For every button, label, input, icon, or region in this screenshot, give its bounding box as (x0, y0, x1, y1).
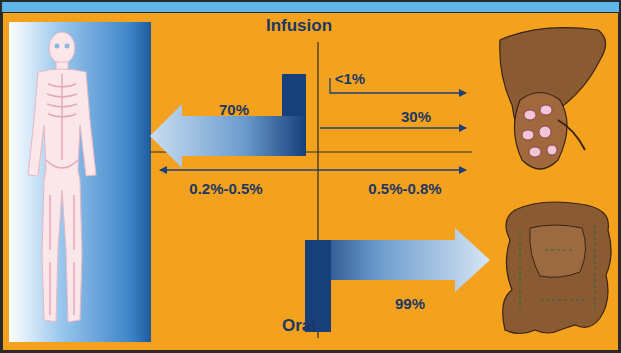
percentage: <1% (335, 71, 365, 86)
percentage: 0.5%-0.8% (368, 181, 441, 196)
body-panel (9, 22, 151, 342)
oral-arrow (305, 228, 490, 292)
percentage: 99% (395, 296, 425, 311)
percentage: 30% (401, 109, 431, 124)
flow-arrows (160, 78, 466, 170)
intestine (503, 202, 611, 334)
route-heading: Oral (282, 317, 316, 334)
human-figure (28, 32, 96, 322)
orange-ground (3, 13, 618, 350)
percentage: 70% (219, 102, 249, 117)
route-heading: Infusion (266, 17, 332, 34)
percentage: 0.2%-0.5% (189, 181, 262, 196)
liver-kidney (500, 28, 606, 169)
top-stripe (2, 2, 619, 12)
